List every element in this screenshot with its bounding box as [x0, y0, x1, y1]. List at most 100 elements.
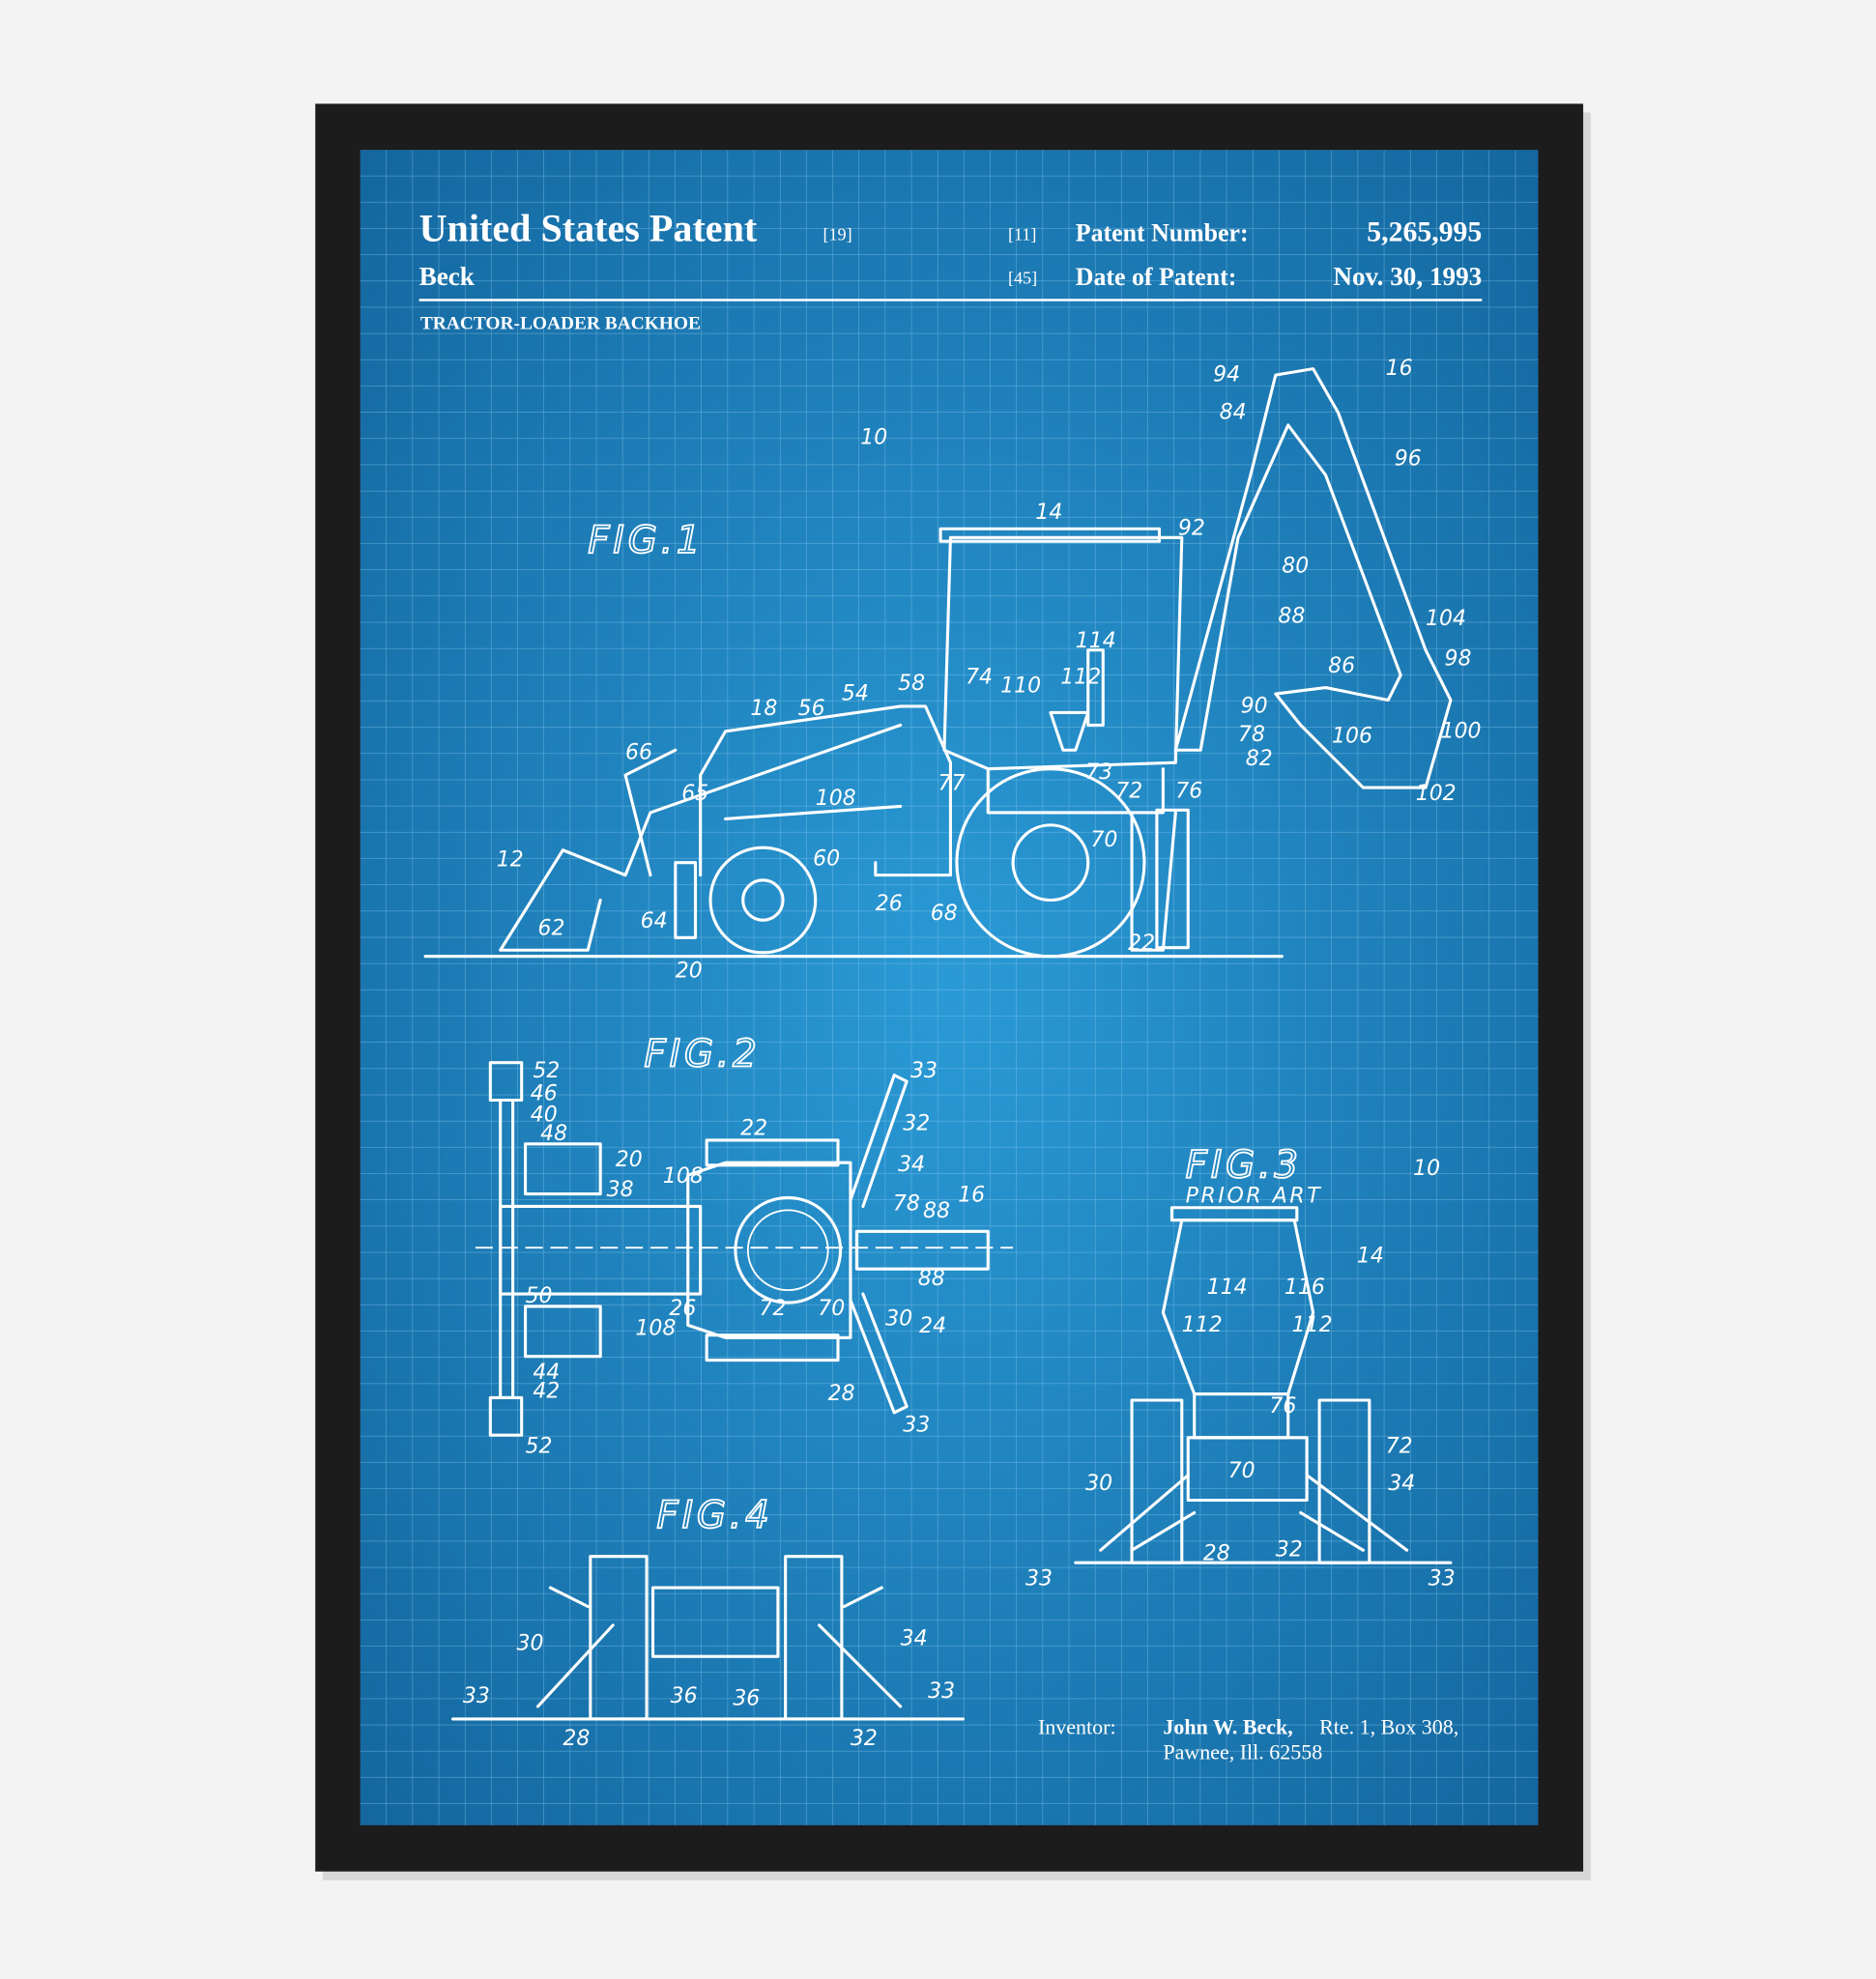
reference-numeral: 42 — [533, 1379, 560, 1403]
reference-numeral: 68 — [931, 902, 958, 926]
reference-numeral: 108 — [635, 1317, 676, 1341]
reference-numeral: 72 — [759, 1297, 786, 1321]
reference-numeral: 60 — [813, 846, 840, 871]
reference-numeral: 90 — [1241, 694, 1268, 718]
reference-numeral: 24 — [919, 1314, 946, 1338]
reference-numeral: 28 — [1203, 1542, 1230, 1566]
reference-numeral: 88 — [1278, 604, 1305, 628]
reference-numeral: 34 — [901, 1627, 928, 1651]
reference-numeral: 106 — [1332, 724, 1372, 748]
reference-numeral: 33 — [928, 1679, 955, 1704]
reference-numeral: 12 — [497, 848, 524, 873]
inventor-label: Inventor: — [1038, 1714, 1116, 1738]
fig4-label: FIG.4 — [656, 1494, 772, 1537]
reference-numeral: 36 — [671, 1684, 698, 1708]
reference-numeral: 52 — [533, 1059, 560, 1083]
reference-numeral: 70 — [1090, 828, 1117, 852]
reference-numeral: 84 — [1220, 400, 1247, 424]
reference-numeral: 94 — [1213, 363, 1240, 387]
title-code: [19] — [823, 224, 851, 244]
reference-numeral: 92 — [1178, 517, 1205, 541]
reference-numeral: 44 — [533, 1361, 560, 1385]
date-code: [45] — [1008, 269, 1037, 288]
reference-numeral: 10 — [860, 425, 887, 449]
reference-numeral: 58 — [898, 672, 925, 696]
reference-numeral: 114 — [1076, 629, 1116, 653]
reference-numeral: 98 — [1444, 646, 1471, 671]
reference-numeral: 32 — [903, 1112, 930, 1136]
reference-numeral: 26 — [669, 1297, 696, 1321]
reference-numeral: 16 — [1386, 357, 1413, 381]
reference-numeral: 14 — [1357, 1245, 1384, 1269]
reference-numeral: 38 — [607, 1178, 634, 1202]
reference-numeral: 74 — [966, 666, 993, 690]
reference-numeral: 88 — [918, 1267, 945, 1291]
fig1-label: FIG.1 — [588, 519, 704, 562]
reference-numeral: 28 — [828, 1382, 855, 1406]
figure-1-side-view: FIG.1 10 14 16 94 84 96 92 80 88 104 86 98 114 112 110… — [423, 357, 1482, 984]
patent-date: Nov. 30, 1993 — [1333, 262, 1482, 291]
patent-number: 5,265,995 — [1367, 216, 1482, 248]
reference-numeral: 62 — [538, 917, 565, 941]
invention-title: TRACTOR-LOADER BACKHOE — [420, 313, 701, 333]
grid — [360, 150, 1539, 1825]
inventor-address-1: Rte. 1, Box 308, — [1319, 1714, 1458, 1738]
reference-numeral: 116 — [1284, 1276, 1325, 1300]
reference-numeral: 34 — [898, 1153, 925, 1177]
reference-numeral: 78 — [893, 1191, 920, 1216]
reference-numeral: 22 — [1128, 932, 1155, 956]
reference-numeral: 52 — [526, 1434, 553, 1458]
reference-numeral: 56 — [798, 697, 825, 721]
reference-numeral: 82 — [1246, 747, 1273, 771]
reference-numeral: 86 — [1328, 654, 1355, 678]
reference-numeral: 22 — [740, 1117, 767, 1141]
reference-numeral: 72 — [1386, 1434, 1413, 1458]
reference-numeral: 48 — [540, 1122, 567, 1146]
fig1-reference-numerals: 10 14 16 94 84 96 92 80 88 104 86 98 114 112 110 74 90 78… — [497, 357, 1482, 984]
reference-numeral: 78 — [1238, 723, 1265, 747]
patent-number-code: [11] — [1008, 224, 1037, 244]
reference-numeral: 54 — [842, 681, 869, 705]
reference-numeral: 112 — [1060, 666, 1101, 690]
reference-numeral: 28 — [563, 1727, 590, 1751]
reference-numeral: 100 — [1441, 719, 1482, 743]
reference-numeral: 104 — [1426, 607, 1466, 631]
reference-numeral: 14 — [1035, 501, 1062, 525]
reference-numeral: 33 — [1025, 1566, 1053, 1591]
reference-numeral: 20 — [616, 1148, 643, 1172]
reference-numeral: 76 — [1269, 1394, 1296, 1419]
reference-numeral: 64 — [641, 909, 668, 933]
reference-numeral: 30 — [885, 1306, 912, 1331]
inventor-name: John W. Beck, — [1163, 1714, 1292, 1738]
reference-numeral: 108 — [816, 787, 856, 811]
reference-numeral: 114 — [1207, 1276, 1248, 1300]
reference-numeral: 72 — [1115, 779, 1142, 803]
reference-numeral: 36 — [733, 1687, 760, 1711]
reference-numeral: 108 — [663, 1164, 704, 1189]
reference-numeral: 102 — [1416, 782, 1457, 806]
reference-numeral: 112 — [1182, 1313, 1223, 1337]
reference-numeral: 65 — [681, 782, 708, 806]
reference-numeral: 110 — [1000, 674, 1041, 699]
reference-numeral: 70 — [818, 1297, 845, 1321]
reference-numeral: 80 — [1282, 555, 1309, 579]
reference-numeral: 46 — [531, 1081, 558, 1105]
fig2-label: FIG.2 — [644, 1033, 760, 1076]
reference-numeral: 96 — [1395, 446, 1422, 471]
reference-numeral: 50 — [526, 1284, 553, 1308]
inventor-address-2: Pawnee, Ill. 62558 — [1163, 1739, 1322, 1764]
reference-numeral: 88 — [923, 1199, 950, 1223]
reference-numeral: 32 — [851, 1727, 878, 1751]
patent-number-label: Patent Number: — [1076, 219, 1249, 247]
reference-numeral: 76 — [1175, 779, 1202, 803]
reference-numeral: 33 — [463, 1684, 490, 1708]
reference-numeral: 33 — [910, 1059, 938, 1083]
reference-numeral: 30 — [1085, 1472, 1112, 1496]
reference-numeral: 33 — [903, 1413, 930, 1437]
reference-numeral: 10 — [1413, 1157, 1440, 1181]
